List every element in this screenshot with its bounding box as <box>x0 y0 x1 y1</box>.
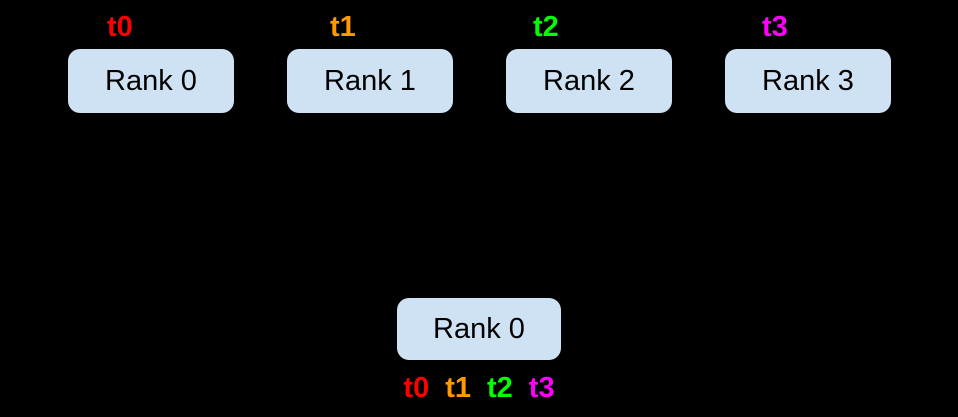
bottom-thread-label-t3: t3 <box>528 372 555 404</box>
rank-box-3: Rank 3 <box>725 49 891 113</box>
rank-box-0-label: Rank 0 <box>105 64 197 97</box>
rank-box-3-label: Rank 3 <box>762 64 854 97</box>
rank-group-3: t3 Rank 3 <box>725 12 891 113</box>
rank-box-1-label: Rank 1 <box>324 64 416 97</box>
rank-box-2: Rank 2 <box>506 49 672 113</box>
rank-group-2: t2 Rank 2 <box>506 12 672 113</box>
thread-label-t1: t1 <box>330 11 356 43</box>
bottom-thread-label-t0: t0 <box>403 372 430 404</box>
bottom-rank-box-label: Rank 0 <box>433 312 525 345</box>
rank-group-1: t1 Rank 1 <box>287 12 453 113</box>
bottom-rank-box: Rank 0 <box>397 298 561 360</box>
rank-box-1: Rank 1 <box>287 49 453 113</box>
bottom-thread-label-t2: t2 <box>487 372 513 404</box>
thread-label-t2: t2 <box>533 11 559 43</box>
rank-group-0: t0 Rank 0 <box>68 12 234 113</box>
rank-box-0: Rank 0 <box>68 49 234 113</box>
bottom-thread-labels: t0 t1 t2 t3 <box>397 373 561 403</box>
thread-label-t3: t3 <box>762 11 788 43</box>
bottom-thread-label-t1: t1 <box>445 372 471 404</box>
rank-box-2-label: Rank 2 <box>543 64 635 97</box>
bottom-rank-group: Rank 0 t0 t1 t2 t3 <box>397 298 561 403</box>
thread-label-t0: t0 <box>107 11 133 43</box>
